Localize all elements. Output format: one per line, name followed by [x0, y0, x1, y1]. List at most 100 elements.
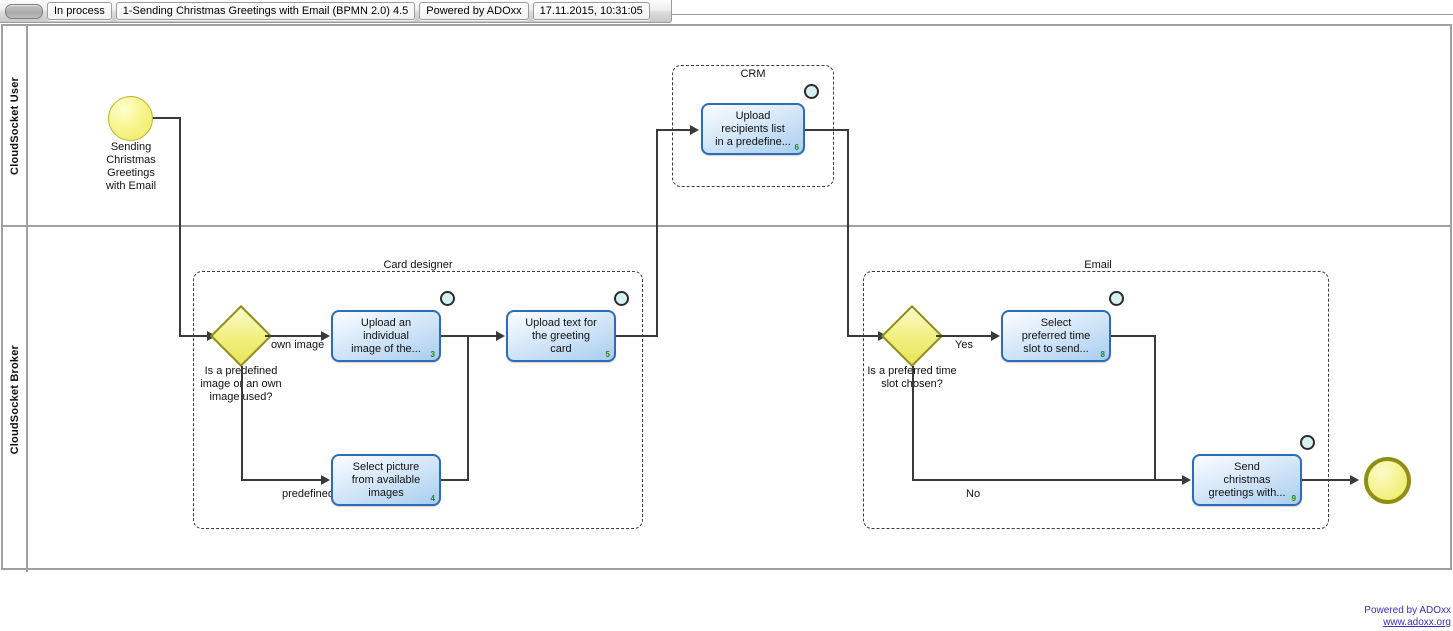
seq-label-own-image: own image [271, 339, 325, 351]
start-event-label-line1: Sending [110, 141, 152, 153]
seq-label-yes: Yes [955, 339, 973, 351]
task-select-timeslot-line3: slot to send... [1023, 342, 1089, 355]
seq-crm-out-h1 [805, 129, 849, 131]
task-upload-individual-image[interactable]: Upload an individual image of the... 3 [331, 310, 441, 362]
footer-powered-by: Powered by ADOxx [1364, 605, 1451, 616]
status-badge: In process [47, 2, 112, 20]
seq-own-image [265, 335, 323, 337]
task-upload-individual-image-line1: Upload an [360, 316, 412, 329]
task-send-greetings-line1: Send [1234, 460, 1260, 473]
seq-merge-top-h [441, 335, 469, 337]
seq-to-end-h [1302, 479, 1352, 481]
gateway-timeslot-line1: Is a preferred time [867, 365, 957, 377]
task-upload-recipients-line2: recipients list [721, 122, 785, 135]
task-select-timeslot-text: Select preferred time slot to send... [1019, 317, 1093, 356]
gateway-image-choice-line2: image or an own [200, 378, 282, 390]
task-upload-text-line2: the greeting [531, 329, 591, 342]
start-event-label-line3: Greetings [107, 167, 155, 179]
task-upload-text-line3: card [550, 342, 572, 355]
group-card-designer [193, 271, 643, 529]
seq-label-no: No [966, 488, 981, 500]
seq-yes-arrow [991, 331, 1000, 341]
model-toolbar[interactable]: In process 1-Sending Christmas Greetings… [0, 0, 672, 23]
seq-merge-v [467, 335, 469, 481]
gateway-timeslot-line2: slot chosen? [881, 378, 943, 390]
powered-by-field: Powered by ADOxx [419, 2, 529, 20]
task-send-greetings-line3: greetings with... [1208, 486, 1286, 499]
task-send-greetings-number: 9 [1291, 494, 1296, 503]
task-upload-individual-image-line2: individual [363, 329, 409, 342]
lane-header-cloudsocket-user: CloudSocket User [3, 26, 28, 225]
start-event-label-line2: Christmas [106, 154, 156, 166]
gateway-timeslot-label: Is a preferred time slot chosen? [852, 365, 972, 391]
seq-to-crm-arrow [690, 125, 699, 135]
seq-to-crm-h1 [616, 335, 658, 337]
lane-divider [3, 225, 1450, 227]
task-select-picture-line2: from available [351, 473, 421, 486]
task-upload-recipients-line1: Upload [735, 109, 771, 122]
task-select-picture[interactable]: Select picture from available images 4 [331, 454, 441, 506]
task-upload-text[interactable]: Upload text for the greeting card 5 [506, 310, 616, 362]
seq-to-end-arrow [1350, 475, 1359, 485]
seq-start-h2 [179, 335, 209, 337]
start-event[interactable] [108, 96, 153, 141]
bpmn-pool: CloudSocket User CloudSocket Broker CRM … [1, 24, 1452, 572]
task-send-greetings[interactable]: Send christmas greetings with... 9 [1192, 454, 1302, 506]
task-select-picture-line1: Select picture [352, 460, 420, 473]
seq-start-v1 [179, 117, 181, 337]
task-marker-icon-upload-recipients [804, 84, 819, 99]
seq-start-h1 [153, 117, 181, 119]
seq-merge-out-h [467, 335, 501, 337]
timestamp-field: 17.11.2015, 10:31:05 [532, 2, 650, 20]
footer: Powered by ADOxx www.adoxx.org [1364, 605, 1451, 629]
task-select-timeslot-line2: preferred time [1021, 329, 1091, 342]
group-label-email: Email [1084, 259, 1112, 271]
seq-predefined-v [241, 366, 243, 481]
task-upload-recipients-text: Upload recipients list in a predefine... [712, 110, 794, 149]
lane-header-cloudsocket-broker: CloudSocket Broker [3, 227, 28, 572]
seq-to-crm-h2 [656, 129, 692, 131]
task-upload-recipients[interactable]: Upload recipients list in a predefine...… [701, 103, 805, 155]
task-upload-individual-image-number: 3 [430, 350, 435, 359]
seq-label-predefined: predefined [282, 488, 334, 500]
seq-crm-out-v [847, 129, 849, 337]
model-name-field: 1-Sending Christmas Greetings with Email… [115, 2, 416, 20]
seq-no-h [912, 479, 1184, 481]
seq-no-arrow [1182, 475, 1191, 485]
group-label-crm: CRM [740, 68, 766, 80]
footer-website-link[interactable]: www.adoxx.org [1383, 617, 1451, 628]
task-send-greetings-text: Send christmas greetings with... [1205, 461, 1288, 500]
toolbar-handle[interactable] [5, 3, 43, 19]
task-select-picture-number: 4 [430, 494, 435, 503]
task-upload-recipients-number: 6 [794, 143, 799, 152]
seq-to-crm-v [656, 129, 658, 337]
task-marker-icon-upload-individual-image [440, 291, 455, 306]
task-upload-individual-image-text: Upload an individual image of the... [348, 317, 424, 356]
task-upload-individual-image-line3: image of the... [351, 342, 421, 355]
start-event-label: Sending Christmas Greetings with Email [85, 141, 177, 193]
task-select-picture-line3: images [368, 486, 404, 499]
seq-no-v [912, 366, 914, 481]
seq-yes-h [936, 335, 993, 337]
end-event[interactable] [1364, 457, 1411, 504]
task-select-timeslot-line1: Select [1040, 316, 1072, 329]
start-event-label-line4: with Email [105, 180, 157, 192]
seq-predefined-arrow [321, 475, 330, 485]
seq-predefined-h [241, 479, 323, 481]
task-upload-text-line1: Upload text for [525, 316, 597, 329]
task-select-picture-text: Select picture from available images [349, 461, 423, 500]
seq-timeslot-out-h [1111, 335, 1156, 337]
seq-own-image-arrow [321, 331, 330, 341]
seq-timeslot-out-v [1154, 335, 1156, 481]
task-select-timeslot-number: 8 [1100, 350, 1105, 359]
seq-merge-arrow [496, 331, 505, 341]
toolbar-rule [672, 14, 1453, 15]
task-marker-icon-select-timeslot [1109, 291, 1124, 306]
task-select-timeslot[interactable]: Select preferred time slot to send... 8 [1001, 310, 1111, 362]
seq-crm-out-h2 [847, 335, 880, 337]
task-upload-text-text: Upload text for the greeting card [522, 317, 600, 356]
task-upload-text-number: 5 [605, 350, 610, 359]
group-email [863, 271, 1329, 529]
seq-merge-bottom-h [441, 479, 469, 481]
lane-label-broker: CloudSocket Broker [8, 344, 21, 455]
